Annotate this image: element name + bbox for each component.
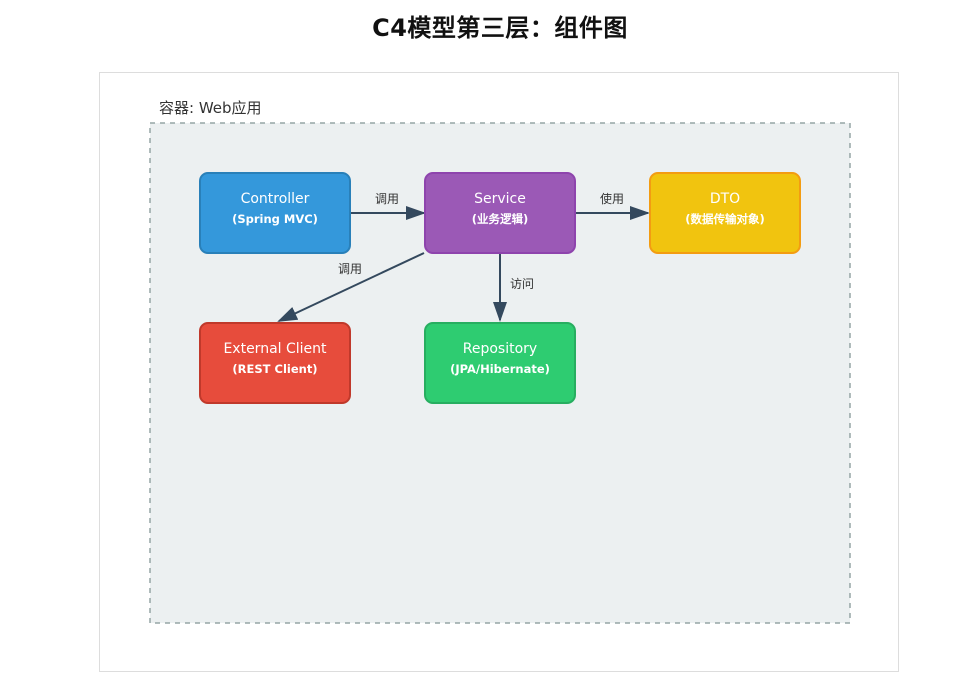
component-controller-name: Controller: [241, 191, 310, 207]
component-diagram: 容器: Web应用 调用 使用 调用 访问 Controller (Spring…: [149, 99, 851, 624]
component-external-client-tech: (REST Client): [232, 362, 317, 376]
edge-label-service-external-client: 调用: [338, 262, 362, 276]
relation-service-dto: 使用: [575, 191, 650, 220]
edge-label-service-repository: 访问: [510, 277, 534, 291]
component-controller-tech: (Spring MVC): [232, 212, 318, 226]
component-repository-name: Repository: [463, 341, 537, 357]
arrow-service-to-external-client: [277, 252, 425, 322]
component-repository[interactable]: Repository (JPA/Hibernate): [424, 322, 576, 404]
component-controller[interactable]: Controller (Spring MVC): [199, 172, 351, 254]
component-service[interactable]: Service (业务逻辑): [424, 172, 576, 254]
relation-controller-service: 调用: [350, 192, 426, 220]
component-service-tech: (业务逻辑): [472, 212, 529, 226]
edge-label-service-dto: 使用: [600, 191, 624, 206]
component-dto-name: DTO: [710, 191, 740, 207]
container-label: 容器: Web应用: [159, 99, 262, 117]
component-dto-tech: (数据传输对象): [685, 212, 765, 226]
component-external-client[interactable]: External Client (REST Client): [199, 322, 351, 404]
relation-service-external-client: 调用: [277, 252, 425, 322]
component-service-name: Service: [474, 191, 526, 207]
edge-label-controller-service: 调用: [375, 192, 399, 206]
component-external-client-name: External Client: [223, 341, 327, 357]
page-title: C4模型第三层：组件图: [372, 14, 628, 42]
relation-service-repository: 访问: [493, 253, 534, 322]
component-dto[interactable]: DTO (数据传输对象): [649, 172, 801, 254]
component-repository-tech: (JPA/Hibernate): [450, 362, 550, 376]
